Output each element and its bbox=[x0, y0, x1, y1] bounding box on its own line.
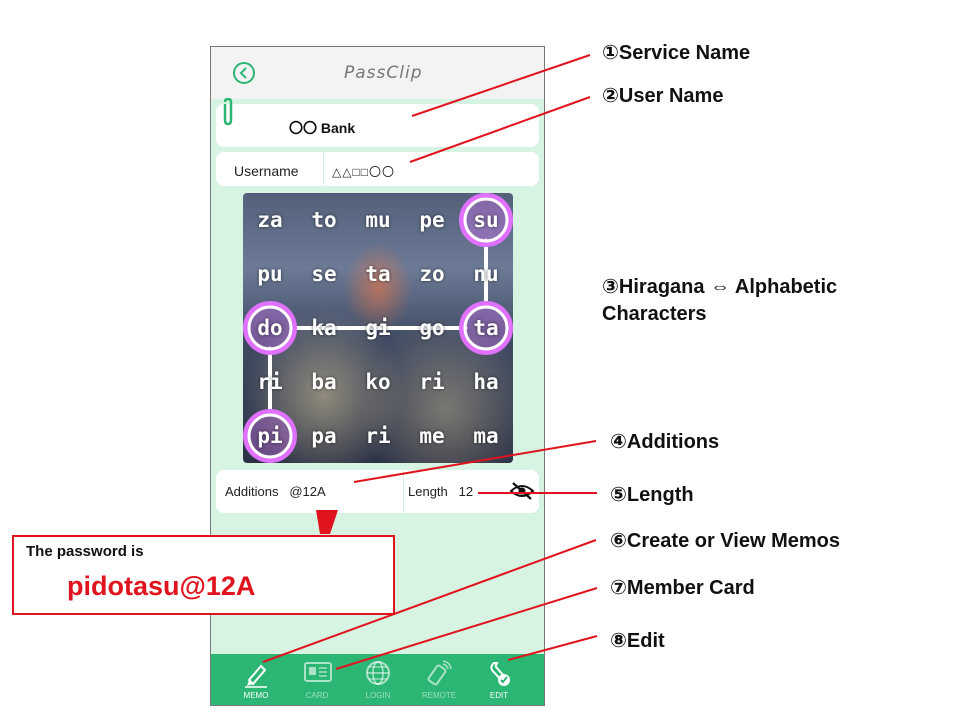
additions-label: Additions bbox=[225, 484, 279, 499]
grid-cell[interactable]: mu bbox=[365, 208, 391, 232]
bottom-tab-bar: MEMO CARD LOGIN bbox=[211, 654, 544, 705]
selection-glow bbox=[459, 193, 513, 247]
service-name-field[interactable]: 〇〇 Bank bbox=[216, 104, 539, 147]
grid-cell[interactable]: ta bbox=[473, 316, 499, 340]
annotation-user-name: ②User Name bbox=[602, 85, 724, 107]
password-callout: The password is pidotasu@12A bbox=[12, 535, 395, 615]
length-field[interactable]: Length 12 bbox=[408, 484, 473, 499]
app-logo: PassClip bbox=[344, 63, 423, 83]
password-callout-title: The password is bbox=[26, 543, 144, 560]
tab-label: LOGIN bbox=[365, 691, 391, 700]
grid-cell[interactable]: to bbox=[311, 208, 337, 232]
grid-cell[interactable]: ba bbox=[311, 370, 337, 394]
grid-cell[interactable]: za bbox=[257, 208, 283, 232]
length-label: Length bbox=[408, 484, 448, 499]
selection-ring bbox=[463, 305, 509, 351]
annotation-hiragana-line1: ③Hiragana ⇔ Alphabetic bbox=[602, 276, 838, 298]
app-header: PassClip bbox=[211, 47, 544, 99]
grid-cell[interactable]: pu bbox=[257, 262, 283, 286]
card-icon bbox=[304, 662, 332, 682]
grid-cell[interactable]: ta bbox=[365, 262, 391, 286]
globe-icon bbox=[366, 661, 390, 685]
grid-cell[interactable]: me bbox=[419, 424, 445, 448]
tab-label: MEMO bbox=[243, 691, 269, 700]
grid-cell[interactable]: nu bbox=[473, 262, 499, 286]
phone-screen: PassClip 〇〇 Bank Username △△□□〇〇 za to mu p… bbox=[210, 46, 545, 706]
annotation-hiragana-line2: Characters bbox=[602, 303, 707, 325]
grid-cell[interactable]: zo bbox=[419, 262, 445, 286]
wrench-icon bbox=[490, 662, 510, 686]
grid-cell[interactable]: gi bbox=[365, 316, 391, 340]
field-divider bbox=[323, 152, 324, 186]
username-value: △△□□〇〇 bbox=[332, 165, 395, 179]
grid-cell[interactable]: ma bbox=[473, 424, 499, 448]
additions-length-row: Additions @12A Length 12 bbox=[216, 470, 539, 513]
grid-cell[interactable]: ka bbox=[311, 316, 337, 340]
tab-label: CARD bbox=[305, 691, 329, 700]
tab-card[interactable]: CARD bbox=[287, 654, 347, 705]
service-name-text: 〇〇 Bank bbox=[289, 120, 356, 136]
username-field[interactable]: Username △△□□〇〇 bbox=[216, 152, 539, 186]
grid-cell[interactable]: su bbox=[473, 208, 499, 232]
grid-path-overlay bbox=[243, 193, 513, 463]
grid-cell[interactable]: ha bbox=[473, 370, 499, 394]
selection-ring bbox=[247, 305, 293, 351]
grid-cell[interactable]: go bbox=[419, 316, 445, 340]
grid-cell[interactable]: se bbox=[311, 262, 337, 286]
grid-cell[interactable]: ko bbox=[365, 370, 391, 394]
back-button[interactable] bbox=[233, 62, 255, 84]
annotation-service-name: ①Service Name bbox=[602, 42, 751, 64]
selection-ring bbox=[247, 413, 293, 459]
annotation-member-card: ⑦Member Card bbox=[610, 577, 755, 599]
grid-cell[interactable]: pi bbox=[257, 424, 283, 448]
paperclip-icon bbox=[223, 98, 233, 126]
character-grid[interactable]: za to mu pe su pu se ta zo nu do ka gi go ta ri ba ko ri ha… bbox=[243, 193, 513, 463]
username-label: Username bbox=[234, 163, 299, 179]
grid-cell[interactable]: do bbox=[257, 316, 283, 340]
annotation-additions: ④Additions bbox=[610, 431, 720, 453]
grid-cell[interactable]: ri bbox=[257, 370, 283, 394]
tab-remote[interactable]: REMOTE bbox=[409, 654, 469, 705]
grid-cell[interactable]: pe bbox=[419, 208, 445, 232]
annotation-memos: ⑥Create or View Memos bbox=[610, 530, 840, 552]
tab-edit[interactable]: EDIT bbox=[469, 654, 529, 705]
grid-cell[interactable]: ri bbox=[419, 370, 445, 394]
tab-label: REMOTE bbox=[421, 691, 457, 700]
tab-label: EDIT bbox=[489, 691, 509, 700]
tab-memo[interactable]: MEMO bbox=[226, 654, 286, 705]
annotation-length: ⑤Length bbox=[610, 484, 694, 506]
chevron-left-icon bbox=[239, 67, 247, 79]
tab-login[interactable]: LOGIN bbox=[348, 654, 408, 705]
password-callout-value: pidotasu@12A bbox=[67, 571, 256, 601]
selection-glow bbox=[459, 301, 513, 355]
remote-icon bbox=[427, 660, 452, 686]
annotation-edit: ⑧Edit bbox=[610, 630, 665, 652]
grid-cell[interactable]: pa bbox=[311, 424, 337, 448]
additions-value: @12A bbox=[289, 484, 326, 499]
callout-pointer bbox=[316, 510, 338, 534]
grid-cell[interactable]: ri bbox=[365, 424, 391, 448]
pencil-icon bbox=[245, 664, 267, 688]
length-value: 12 bbox=[458, 484, 474, 499]
selection-glow bbox=[243, 409, 297, 463]
additions-field[interactable]: Additions @12A bbox=[225, 484, 326, 499]
selection-ring bbox=[463, 197, 509, 243]
selection-glow bbox=[243, 301, 297, 355]
field-divider bbox=[403, 470, 404, 513]
